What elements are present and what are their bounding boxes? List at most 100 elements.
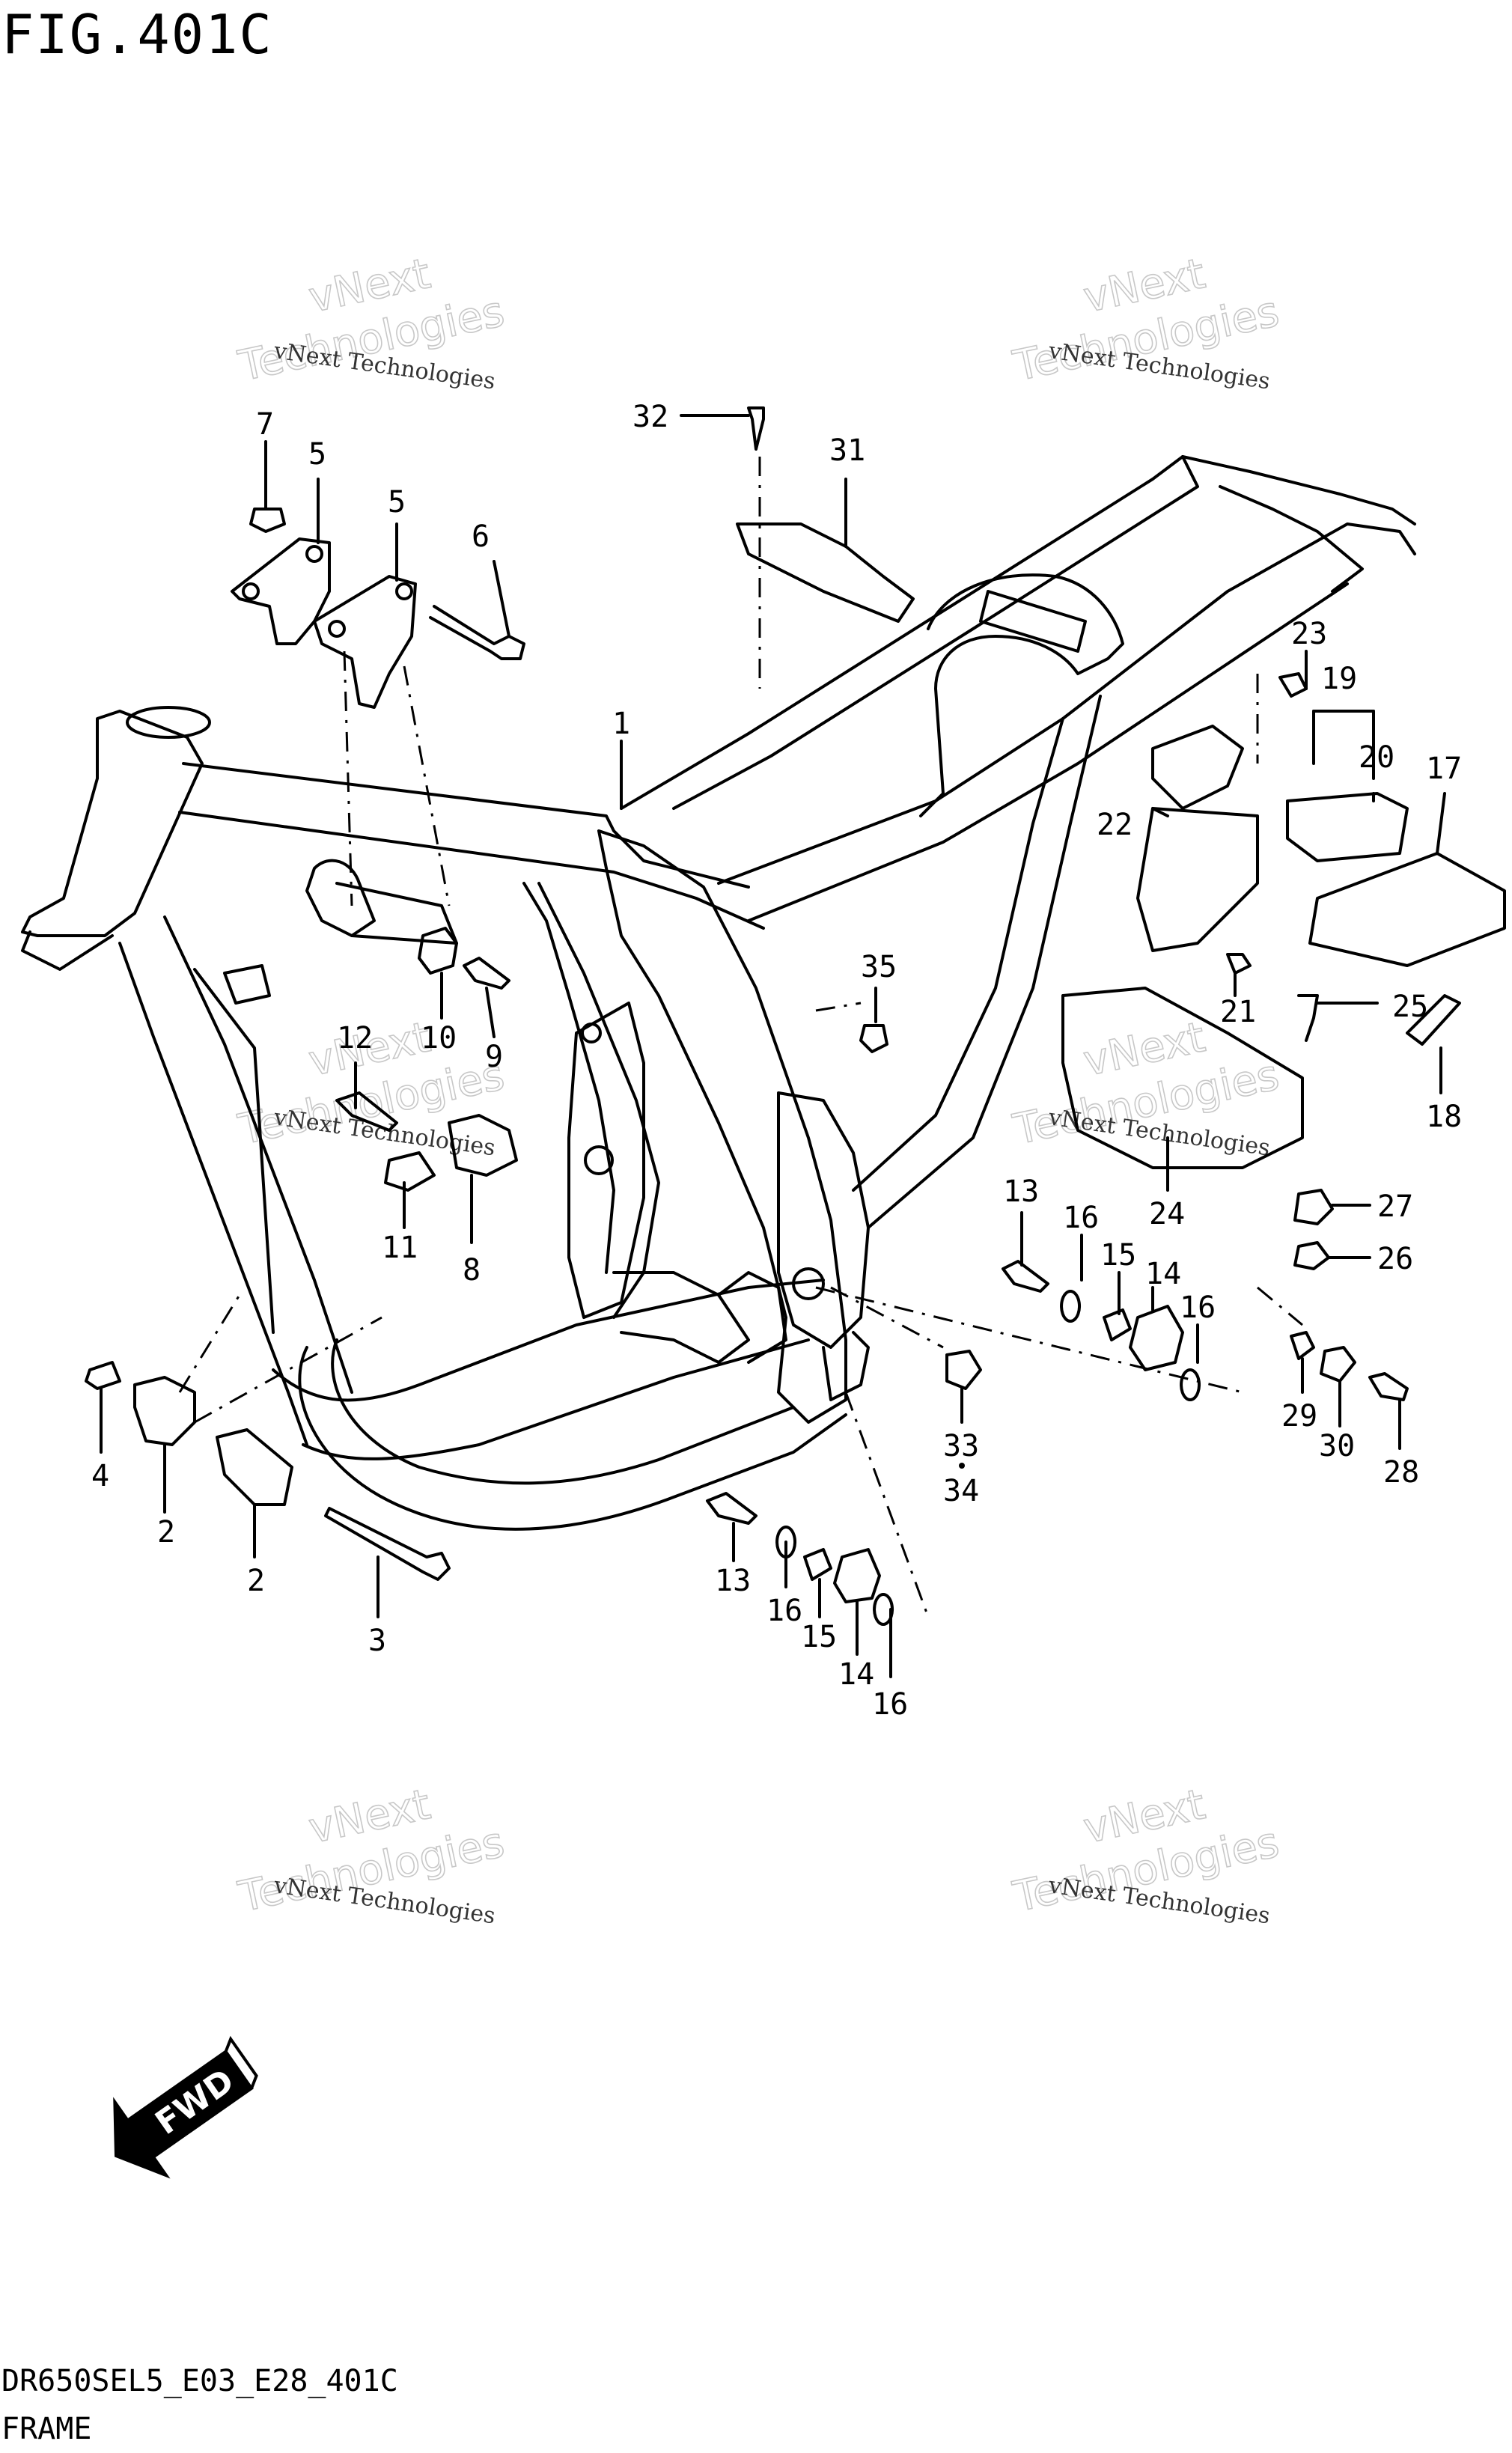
callout-6: 6 [472,519,490,554]
cap-33 [945,1350,982,1390]
rear-strut [852,717,1064,1192]
lower-cradle [272,1279,825,1402]
bolt-13a [1002,1260,1049,1293]
clamp-11 [384,1151,436,1192]
bolt-13b [706,1492,757,1525]
bolt-28 [1368,1372,1409,1401]
callout-4: 4 [91,1459,109,1493]
callout-9: 9 [485,1040,503,1074]
screw-23 [1278,672,1308,698]
washer-16b [1180,1368,1201,1401]
bolt-6 [429,605,525,660]
fwd-arrow-icon: FWD [113,2035,258,2179]
clamp-8 [448,1114,518,1177]
nut-4 [85,1361,121,1390]
seat-tube [597,829,847,1424]
leader-lines [100,414,1446,1678]
pivot-hole [792,1267,825,1300]
callout-23: 23 [1291,617,1327,651]
callout-2: 2 [157,1515,175,1549]
callout-13: 13 [715,1564,751,1598]
callout-14: 14 [838,1657,874,1692]
screw-21 [1226,953,1252,975]
callout-34: 34 [943,1474,979,1508]
washer-16d [873,1593,894,1626]
callout-5: 5 [308,437,326,472]
nut-26 [1293,1241,1330,1270]
callout-21: 21 [1220,995,1256,1029]
mount-hole [581,1023,602,1043]
grommet-27 [1293,1189,1334,1225]
callout-33: 33 [943,1429,979,1463]
mount-hole [584,1145,614,1175]
callout-31: 31 [829,433,865,468]
callout-14: 14 [1145,1257,1181,1291]
collar-10 [418,927,458,975]
clip-29 [1290,1331,1315,1360]
cross-tube [612,1271,750,1364]
bracket-22 [1151,725,1244,810]
bolt-32 [747,406,765,451]
callout-27: 27 [1377,1189,1413,1224]
callout-26: 26 [1377,1242,1413,1276]
bolt-9 [463,957,510,990]
engine-mount-plate [567,1002,645,1319]
callout-35: 35 [861,950,897,984]
callout-16: 16 [766,1594,802,1628]
callout-labels: 1 2 2 3 4 5 5 6 7 8 9 10 11 12 13 13 14 … [91,400,1462,1722]
box-19 [1136,807,1259,952]
callout-32: 32 [632,400,668,434]
callout-28: 28 [1383,1455,1419,1490]
bolt-18 [1406,994,1461,1046]
callout-13: 13 [1003,1174,1039,1209]
callout-11: 11 [382,1231,418,1265]
plate-2b [216,1428,293,1506]
steering-head-top [126,706,211,739]
callout-15: 15 [801,1620,837,1654]
callout-19: 19 [1321,662,1357,696]
bush-14a [1129,1305,1184,1371]
figure-code: DR650SEL5_E03_E28_401C [1,2364,398,2398]
callout-18: 18 [1426,1100,1462,1134]
callout-3: 3 [368,1624,386,1658]
tail-arch [919,573,1124,817]
bolt-3 [324,1507,451,1581]
cover-20 [1286,792,1409,862]
cover-17 [1308,852,1506,967]
bracket-5b [313,575,417,709]
figure-name: FRAME [1,2412,92,2446]
bush-14b [833,1548,881,1603]
callout-5: 5 [388,485,406,519]
washer-16a [1060,1290,1082,1323]
cradle-loop [298,1346,847,1531]
callout-25: 25 [1392,990,1428,1024]
figure-title: FIG.401C [1,3,273,66]
cap-35 [859,1024,888,1053]
callout-7: 7 [256,407,274,442]
callout-12: 12 [337,1021,373,1055]
callout-16: 16 [1180,1291,1216,1325]
callout-2: 2 [247,1564,265,1598]
callout-24: 24 [1149,1197,1185,1231]
nut-7 [249,508,286,533]
pivot-plate [777,1091,870,1349]
callout-1: 1 [612,707,630,741]
callout-29: 29 [1281,1399,1317,1433]
callout-17: 17 [1426,752,1462,786]
rear-subframe [620,455,1199,810]
callout-8: 8 [463,1253,481,1288]
callout-30: 30 [1319,1429,1355,1463]
cover-24 [1061,987,1304,1169]
bush-15a [1103,1308,1132,1341]
callout-16: 16 [872,1687,908,1722]
main-frame [21,455,1416,1531]
callout-15: 15 [1100,1238,1136,1273]
callout-10: 10 [421,1021,457,1055]
plate-2a [133,1376,196,1446]
steering-head [21,710,204,937]
front-hanger [305,859,376,937]
watermark-group: vNext Technologies vNext Technologies vN… [234,249,1284,1929]
bracket-5a [231,537,331,645]
bush-15b [803,1548,832,1581]
